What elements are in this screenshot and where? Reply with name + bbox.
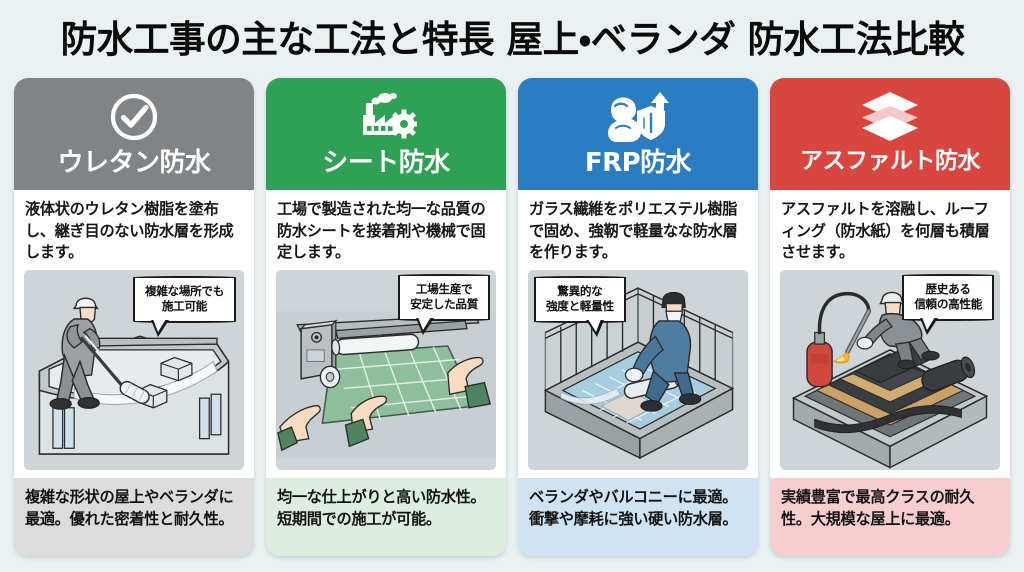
card-title-asphalt: アスファルト防水	[800, 148, 981, 174]
callout-line-2: 強度と軽量性	[546, 298, 614, 313]
illustration-wrap-sheet: 工場生産で 安定した品質	[266, 268, 506, 478]
card-description-sheet: 工場で製造された均一な品質の防水シートを接着剤や機械で固定します。	[277, 200, 486, 262]
layers-stack-icon	[859, 88, 921, 146]
page-title: 防水工事の主な工法と特長 屋上・ベランダ 防水工法比較	[60, 17, 964, 61]
card-footer-frp: ベランダやバルコニーに最適。衝撃や摩耗に強い硬い防水層。	[518, 478, 758, 556]
card-header-urethane: ウレタン防水	[14, 78, 254, 190]
callout-line-1: 驚異的な	[557, 283, 603, 298]
card-header-sheet: シート防水	[266, 78, 506, 190]
card-header-frp: FRP防水	[518, 78, 758, 190]
illustration-machine-unrolling-sheet: 工場生産で 安定した品質	[276, 269, 496, 470]
illustration-worker-rolling-urethane: 複雑な場所でも 施工可能	[24, 269, 244, 470]
illustration-worker-laying-frp: 驚異的な 強度と軽量性	[528, 269, 748, 470]
factory-gear-icon	[355, 88, 417, 146]
callout-bubble-asphalt: 歴史ある 信頼の高性能	[902, 273, 994, 336]
muscle-shield-icon	[605, 88, 671, 146]
method-card-sheet[interactable]: シート防水 工場で製造された均一な品質の防水シートを接着剤や機械で固定します。	[266, 78, 506, 556]
method-card-urethane[interactable]: ウレタン防水 液体状のウレタン樹脂を塗布し、継ぎ目のない防水層を形成します。	[14, 78, 254, 556]
illustration-wrap-urethane: 複雑な場所でも 施工可能	[14, 268, 254, 478]
page-title-bar: 防水工事の主な工法と特長 屋上・ベランダ 防水工法比較	[0, 0, 1024, 78]
callout-line-2: 施工可能	[161, 298, 208, 313]
callout-line-1: 工場生産で	[415, 281, 473, 296]
callout-line-2: 安定した品質	[410, 296, 478, 311]
callout-line-2: 信頼の高性能	[914, 296, 982, 311]
callout-line-1: 複雑な場所でも	[144, 283, 224, 298]
card-footer-asphalt: 実績豊富で最高クラスの耐久性。大規模な屋上に最適。	[770, 478, 1010, 556]
check-circle-icon	[106, 88, 162, 146]
card-footer-sheet: 均一な仕上がりと高い防水性。短期間での施工が可能。	[266, 478, 506, 556]
card-footer-urethane: 複雑な形状の屋上やベランダに最適。優れた密着性と耐久性。	[14, 478, 254, 556]
method-card-asphalt[interactable]: アスファルト防水 アスファルトを溶融し、ルーフィング（防水紙）を何層も積層させま…	[770, 78, 1010, 556]
card-description-asphalt: アスファルトを溶融し、ルーフィング（防水紙）を何層も積層させます。	[781, 200, 990, 262]
callout-bubble-urethane: 複雑な場所でも 施工可能	[132, 275, 236, 338]
illustration-wrap-asphalt: 歴史ある 信頼の高性能	[770, 268, 1010, 478]
method-card-frp[interactable]: FRP防水 ガラス繊維をポリエステル樹脂で固め、強靭で軽量なな防水層を作ります。	[518, 78, 758, 556]
method-card-list: ウレタン防水 液体状のウレタン樹脂を塗布し、継ぎ目のない防水層を形成します。	[0, 78, 1024, 572]
callout-bubble-frp: 驚異的な 強度と軽量性	[534, 275, 626, 323]
card-title-frp: FRP防水	[584, 148, 692, 178]
card-title-urethane: ウレタン防水	[57, 148, 211, 178]
card-header-asphalt: アスファルト防水	[770, 78, 1010, 190]
illustration-wrap-frp: 驚異的な 強度と軽量性	[518, 268, 758, 478]
illustration-torch-asphalt-layers: 歴史ある 信頼の高性能	[780, 269, 1000, 470]
card-description-frp: ガラス繊維をポリエステル樹脂で固め、強靭で軽量なな防水層を作ります。	[529, 200, 738, 262]
card-title-sheet: シート防水	[322, 148, 450, 178]
callout-line-1: 歴史ある	[925, 281, 971, 296]
card-description-urethane: 液体状のウレタン樹脂を塗布し、継ぎ目のない防水層を形成します。	[25, 200, 234, 262]
callout-bubble-sheet: 工場生産で 安定した品質	[398, 273, 490, 336]
